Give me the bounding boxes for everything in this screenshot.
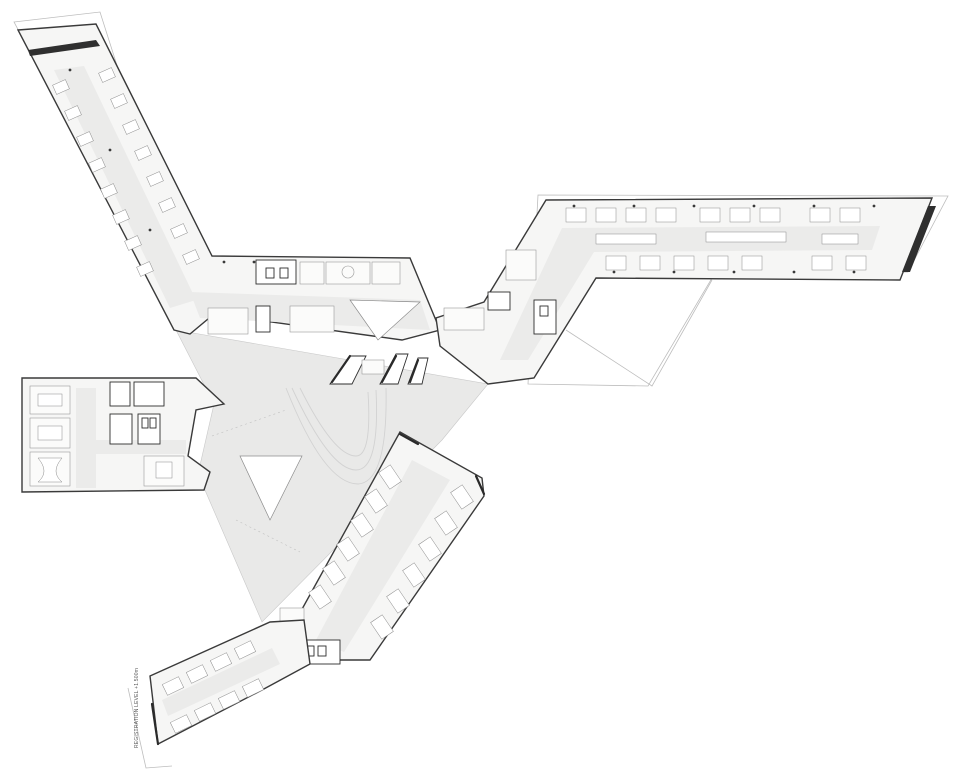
atrium-pillars: [329, 353, 429, 385]
north-west-wing: [16, 23, 441, 341]
level-annotation: REGISTRATION LEVEL +1.500m: [134, 668, 140, 748]
structural-columns: [68, 68, 876, 274]
se-office-desks: [308, 464, 474, 640]
ne-office-desks: [565, 207, 867, 271]
north-east-wing: [435, 197, 936, 385]
ne-core-rooms: [443, 249, 557, 335]
south-office-desks: [161, 640, 265, 734]
west-wing: [21, 377, 226, 493]
nw-office-desks: [52, 67, 200, 277]
nw-core-rooms: [207, 259, 421, 341]
west-meeting-rooms: [29, 385, 71, 487]
south-east-wing: [279, 431, 486, 665]
west-core-rooms: [109, 381, 185, 487]
south-wing: [149, 619, 311, 746]
